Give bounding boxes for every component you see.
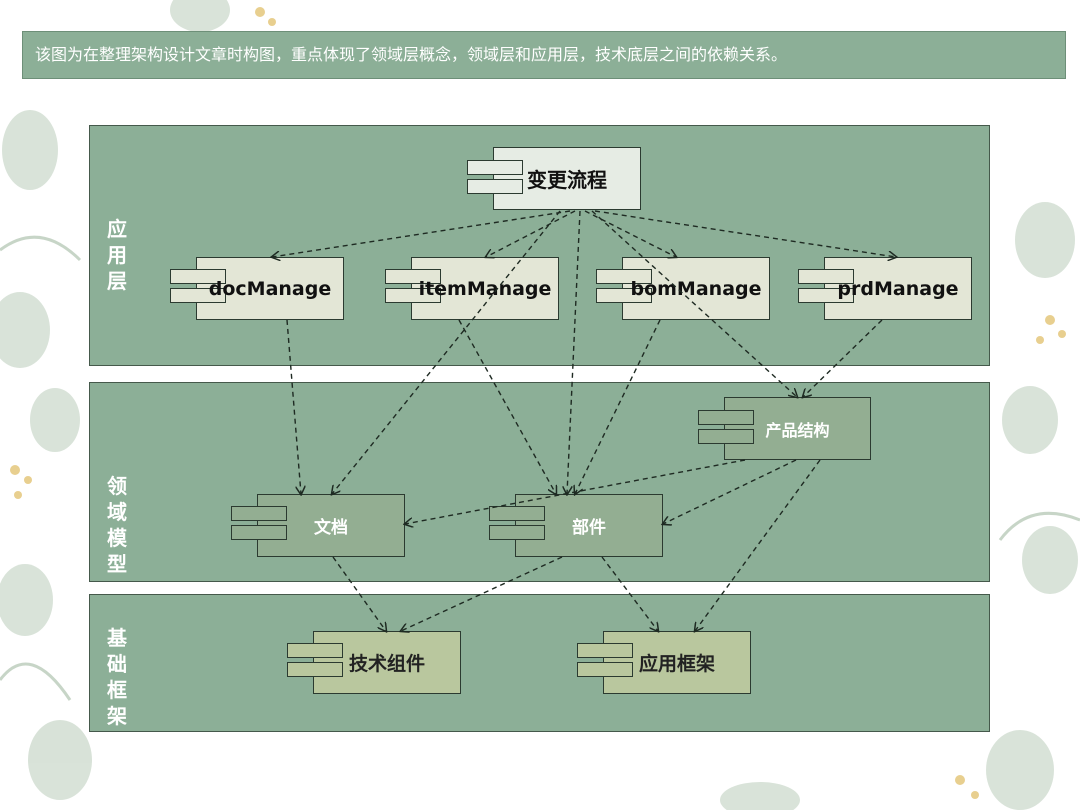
component-prd-manage[interactable]: prdManage <box>798 257 972 320</box>
component-change-flow[interactable]: 变更流程 <box>467 147 641 210</box>
component-label: 变更流程 <box>527 168 607 192</box>
component-tab-icon <box>170 269 226 284</box>
component-tab-icon <box>467 160 523 175</box>
component-tab-icon <box>467 179 523 194</box>
component-app-framework[interactable]: 应用框架 <box>577 631 751 694</box>
component-label: docManage <box>208 277 332 300</box>
layer-label-domain: 领域模型 <box>107 474 127 576</box>
infrastructure-layer: 基础框架 <box>89 594 990 732</box>
component-tab-icon <box>698 410 754 425</box>
component-tab-icon <box>170 288 226 303</box>
layer-label-infrastructure: 基础框架 <box>107 626 127 728</box>
component-tab-icon <box>798 288 854 303</box>
component-tab-icon <box>231 525 287 540</box>
component-tab-icon <box>287 662 343 677</box>
component-document[interactable]: 文档 <box>231 494 405 557</box>
component-item-manage[interactable]: itemManage <box>385 257 559 320</box>
component-label: 文档 <box>314 518 348 538</box>
component-label: itemManage <box>418 277 552 300</box>
component-tab-icon <box>577 643 633 658</box>
component-tab-icon <box>489 525 545 540</box>
component-bom-manage[interactable]: bomManage <box>596 257 770 320</box>
component-tab-icon <box>287 643 343 658</box>
component-label: 部件 <box>572 518 606 538</box>
component-product-structure[interactable]: 产品结构 <box>698 397 871 460</box>
component-part[interactable]: 部件 <box>489 494 663 557</box>
component-tech-component[interactable]: 技术组件 <box>287 631 461 694</box>
component-doc-manage[interactable]: docManage <box>170 257 344 320</box>
component-label: prdManage <box>837 277 959 300</box>
component-tab-icon <box>231 506 287 521</box>
component-label: 应用框架 <box>638 653 715 675</box>
caption-banner: 该图为在整理架构设计文章时构图，重点体现了领域层概念，领域层和应用层，技术底层之… <box>22 31 1066 79</box>
component-tab-icon <box>577 662 633 677</box>
component-label: 技术组件 <box>348 653 425 675</box>
component-label: 产品结构 <box>765 420 830 440</box>
component-tab-icon <box>798 269 854 284</box>
layer-label-application: 应用层 <box>107 217 127 293</box>
component-tab-icon <box>698 429 754 444</box>
component-label: bomManage <box>630 277 762 300</box>
